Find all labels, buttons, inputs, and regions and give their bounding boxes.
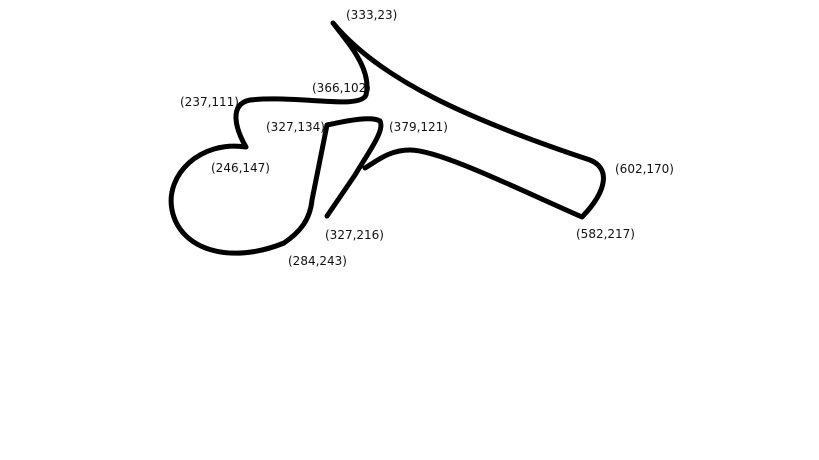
label-582-217: (582,217)	[576, 227, 635, 241]
label-366-102: (366,102)	[312, 81, 371, 95]
label-237-111: (237,111)	[180, 95, 239, 109]
label-284-243: (284,243)	[288, 254, 347, 268]
label-379-121: (379,121)	[389, 120, 448, 134]
label-602-170: (602,170)	[615, 162, 674, 176]
sketch-outline	[168, 20, 606, 256]
label-333-23: (333,23)	[346, 8, 397, 22]
label-246-147: (246,147)	[211, 161, 270, 175]
label-327-216: (327,216)	[325, 228, 384, 242]
label-327-134: (327,134)	[266, 120, 325, 134]
